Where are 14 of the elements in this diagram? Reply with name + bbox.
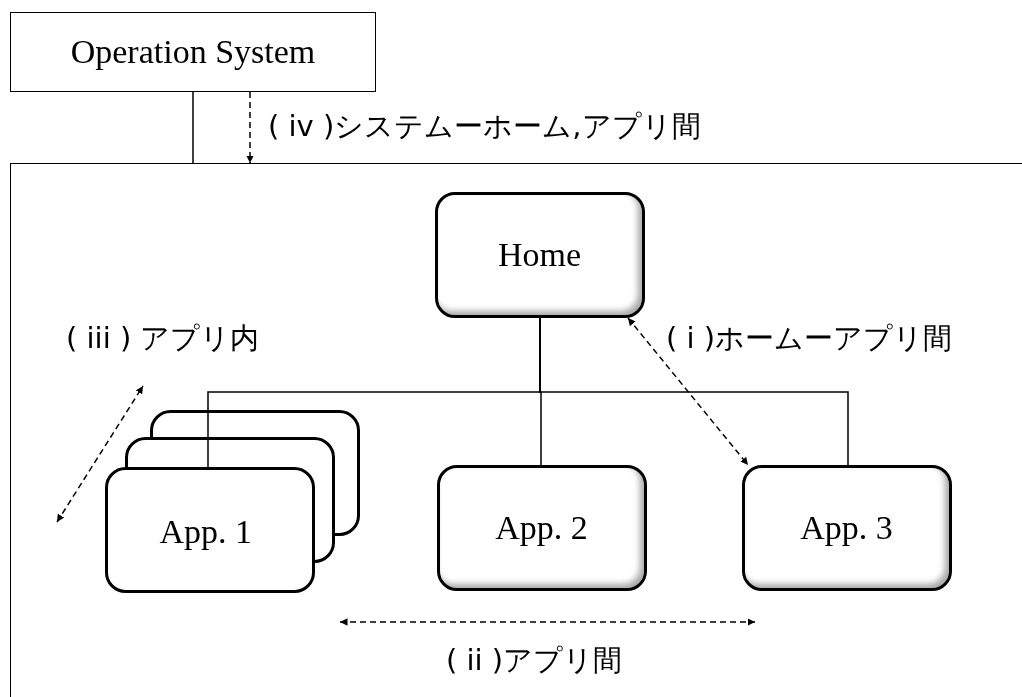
node-label: App. 1 [159, 512, 253, 551]
arrow [246, 91, 254, 164]
connector-line [192, 91, 194, 164]
node-label: Home [497, 235, 582, 274]
node-label: Operation System [70, 33, 316, 71]
node-label: App. 2 [495, 508, 588, 547]
rounded-card [434, 191, 645, 318]
rounded-card [436, 464, 647, 591]
system-box [10, 12, 376, 92]
connector-line [539, 317, 849, 466]
card-stack-drawing [103, 408, 362, 595]
rounded-card [741, 464, 952, 591]
node-label: App. 3 [800, 508, 893, 547]
arrow [627, 317, 749, 466]
